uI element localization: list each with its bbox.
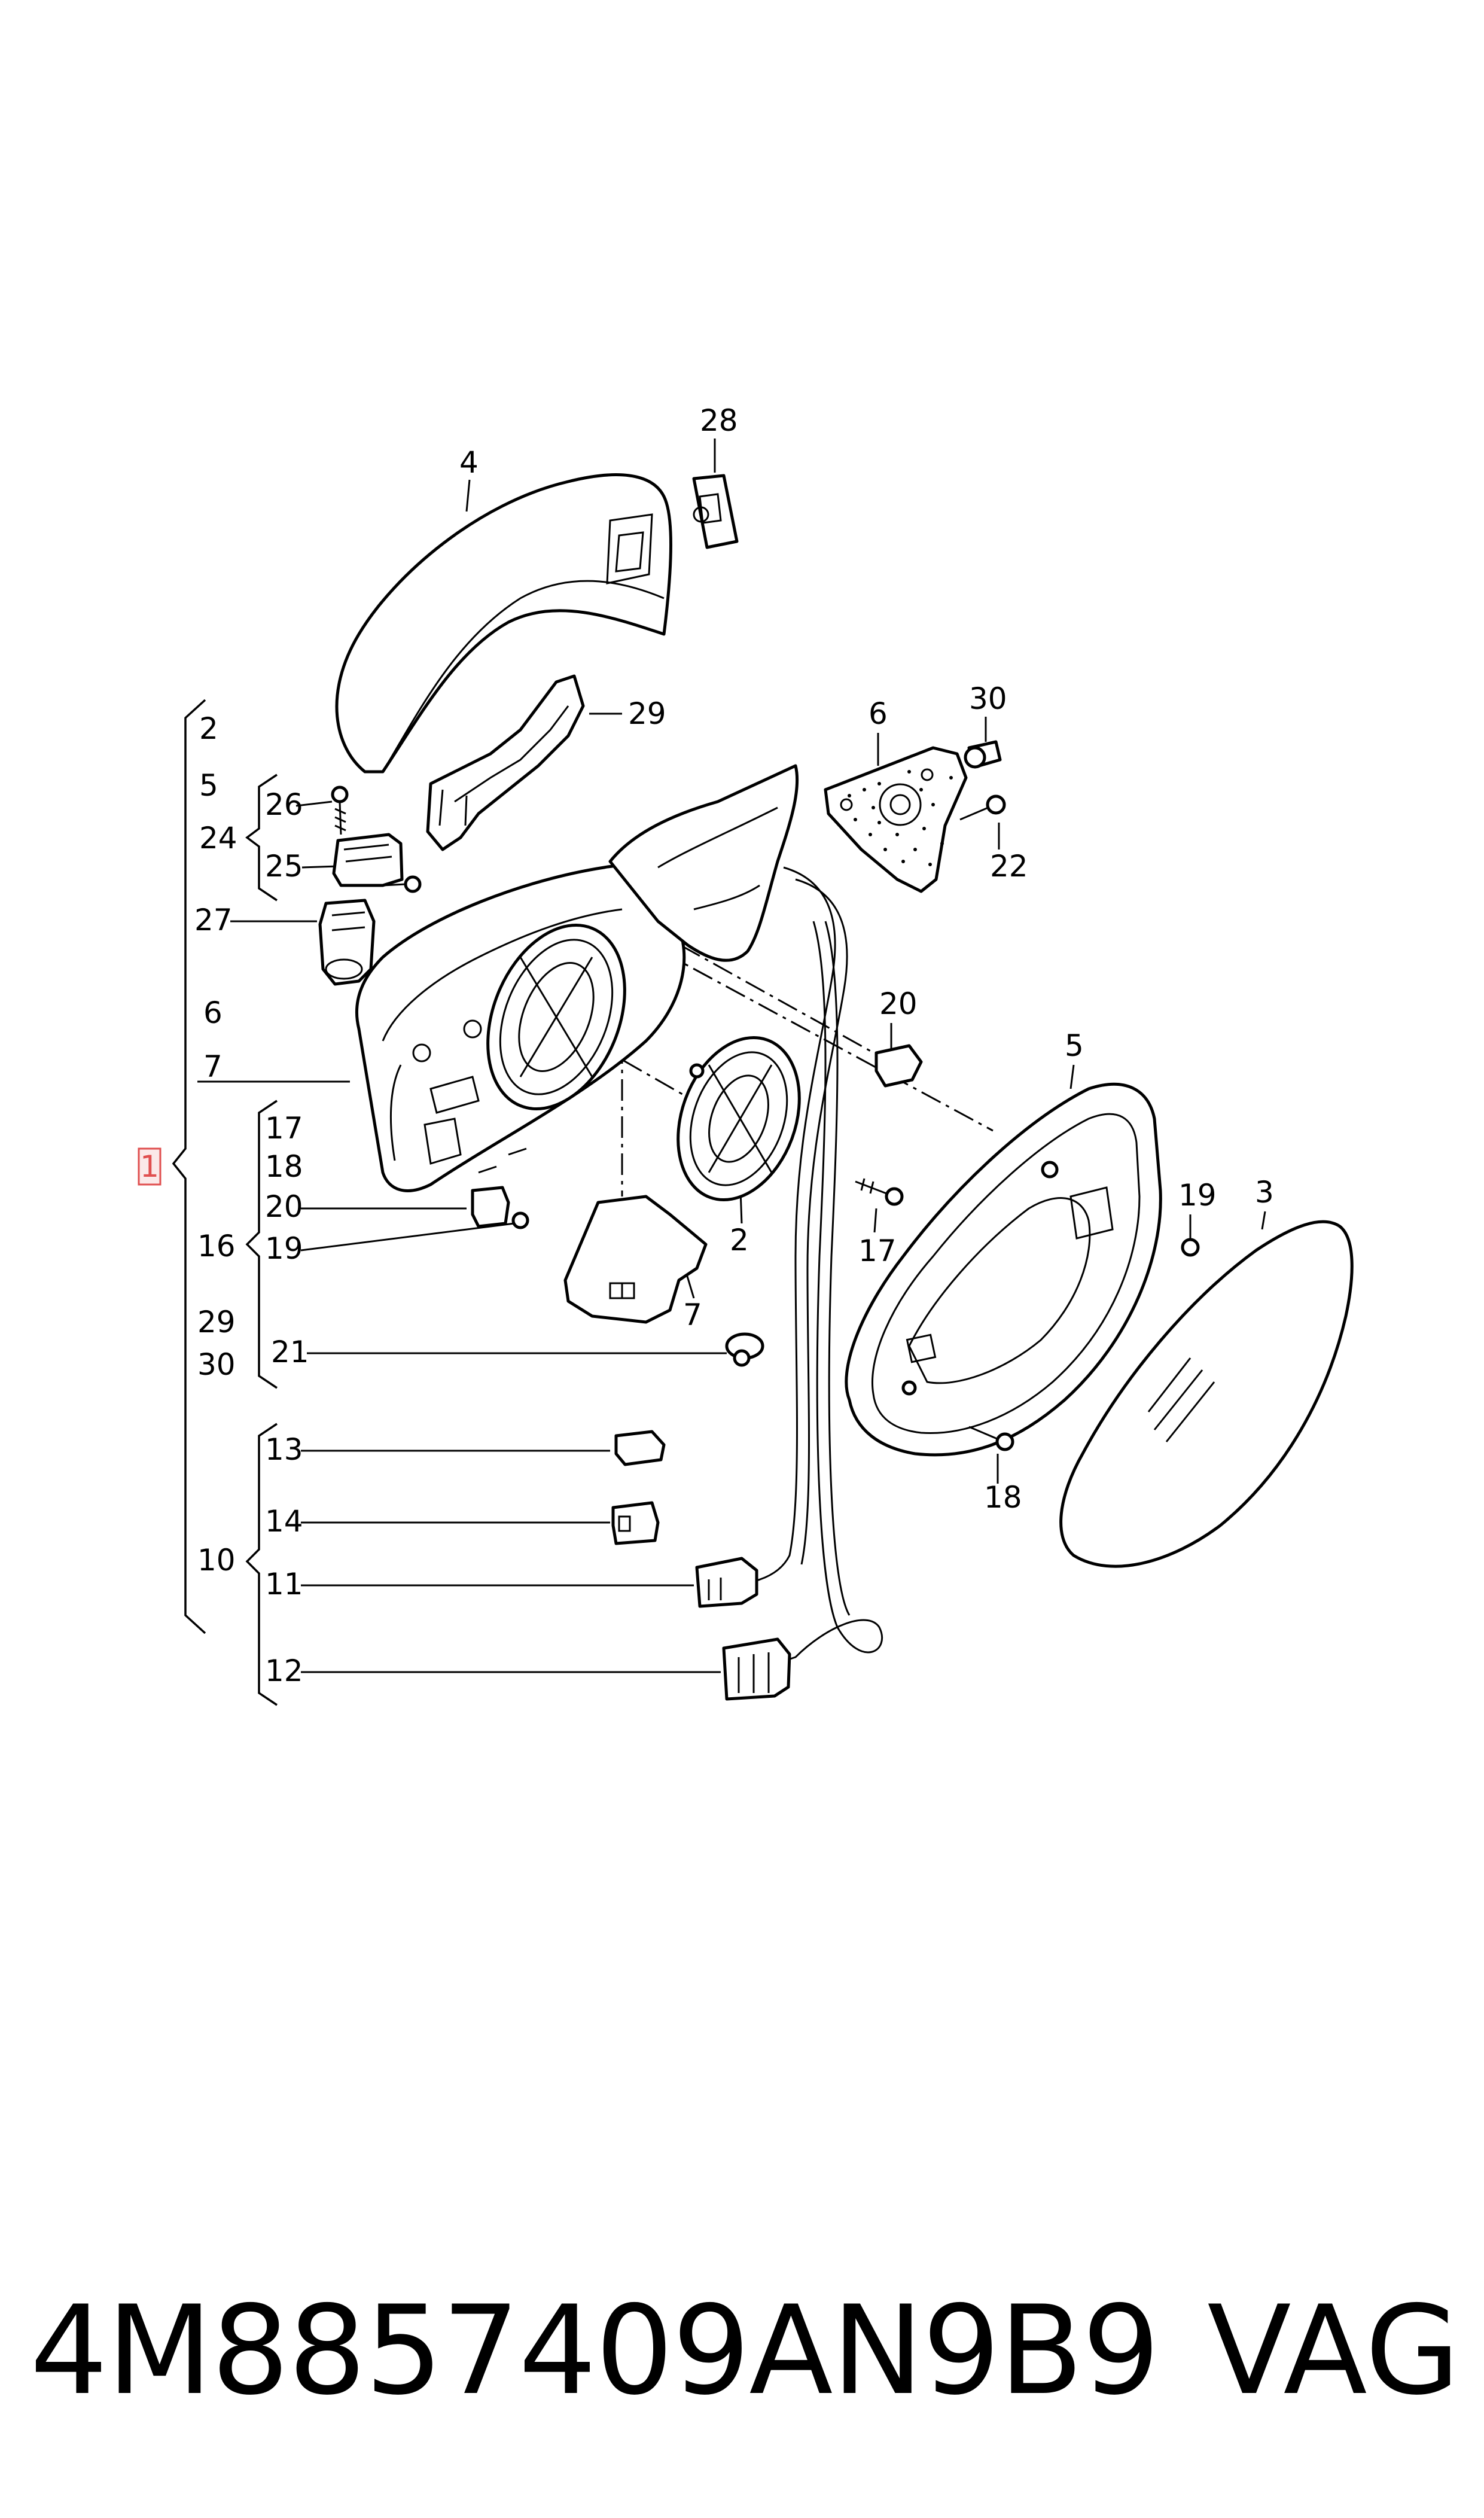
callout-5-list: 5 <box>199 768 218 803</box>
adjuster-disc-2 <box>677 1036 801 1202</box>
backing-plate-6 <box>824 746 968 893</box>
plug-12 <box>722 1637 791 1701</box>
callout-25: 25 <box>265 849 303 884</box>
callout-7-list: 7 <box>203 1049 223 1084</box>
adjuster-gear-large <box>486 924 626 1110</box>
callout-19: 19 <box>1178 1178 1217 1213</box>
callout-22: 22 <box>990 849 1028 884</box>
screw-19 <box>1181 1238 1200 1257</box>
callout-16: 16 <box>197 1229 236 1263</box>
callout-11: 11 <box>265 1567 303 1601</box>
callout-13: 13 <box>265 1432 303 1467</box>
clip-30 <box>964 740 1002 769</box>
clip-20-center <box>874 1044 923 1088</box>
connector-14 <box>611 1501 660 1545</box>
callout-20: 20 <box>879 987 918 1021</box>
puddle-lamp-unit <box>692 474 739 549</box>
backing-plate-dots <box>848 770 953 866</box>
callout-4: 4 <box>459 445 479 480</box>
screw-26 <box>331 785 349 835</box>
callout-29: 29 <box>628 696 666 731</box>
leader-lines <box>197 439 1266 1673</box>
callout-17-list: 17 <box>265 1111 303 1146</box>
callout-12: 12 <box>265 1654 303 1688</box>
turn-signal-strip <box>426 674 585 851</box>
callout-7: 7 <box>683 1298 702 1332</box>
mirror-glass-3 <box>1059 1220 1354 1568</box>
callout-21: 21 <box>271 1335 309 1369</box>
callout-2: 2 <box>730 1223 749 1258</box>
mirror-cap-cover <box>335 473 673 774</box>
bracket-group-10 <box>245 1423 278 1706</box>
callout-6: 6 <box>869 696 888 731</box>
callout-18: 18 <box>984 1480 1022 1515</box>
callout-18-list: 18 <box>265 1149 303 1184</box>
callout-26: 26 <box>265 787 303 822</box>
callout-1-highlight[interactable] <box>138 1147 161 1186</box>
callout-1[interactable]: 1 <box>140 1149 159 1184</box>
screw-22 <box>959 794 1006 821</box>
screw-17 <box>855 1178 904 1206</box>
callout-20-list: 20 <box>265 1189 303 1224</box>
module-25 <box>332 833 422 893</box>
bolt-21 <box>725 1332 764 1367</box>
plug-11 <box>695 1557 758 1608</box>
connector-13 <box>614 1430 666 1466</box>
callout-14: 14 <box>265 1504 303 1539</box>
bracket-assembly-1 <box>172 699 206 1634</box>
brand-label: VAG <box>1207 2280 1460 2422</box>
callout-30: 30 <box>969 681 1007 716</box>
callout-3: 3 <box>1255 1175 1274 1210</box>
part-number: 4M8857409AN9B9 <box>30 2280 1160 2422</box>
glass-carrier-5 <box>845 1082 1162 1457</box>
callout-28: 28 <box>700 403 738 438</box>
callout-19-list: 19 <box>265 1231 303 1266</box>
callout-30-list: 30 <box>197 1347 236 1382</box>
camera-27 <box>318 899 376 986</box>
wiring-harness <box>717 866 883 1670</box>
bracket-group-16 <box>245 1100 278 1389</box>
callout-10: 10 <box>197 1543 236 1578</box>
footer: 4M8857409AN9B9 VAG <box>0 2261 1484 2441</box>
callout-17: 17 <box>858 1234 897 1268</box>
clip-20-left <box>471 1186 529 1229</box>
callout-6-list: 6 <box>203 995 223 1030</box>
callout-5: 5 <box>1065 1028 1084 1063</box>
callout-24: 24 <box>199 821 237 855</box>
screw-18 <box>968 1426 1014 1451</box>
bracket-group-24 <box>245 774 278 902</box>
cover-plate-7 <box>563 1195 708 1324</box>
callout-27: 27 <box>194 903 233 937</box>
callout-2-list: 2 <box>199 711 218 746</box>
callout-29-list: 29 <box>197 1305 236 1339</box>
